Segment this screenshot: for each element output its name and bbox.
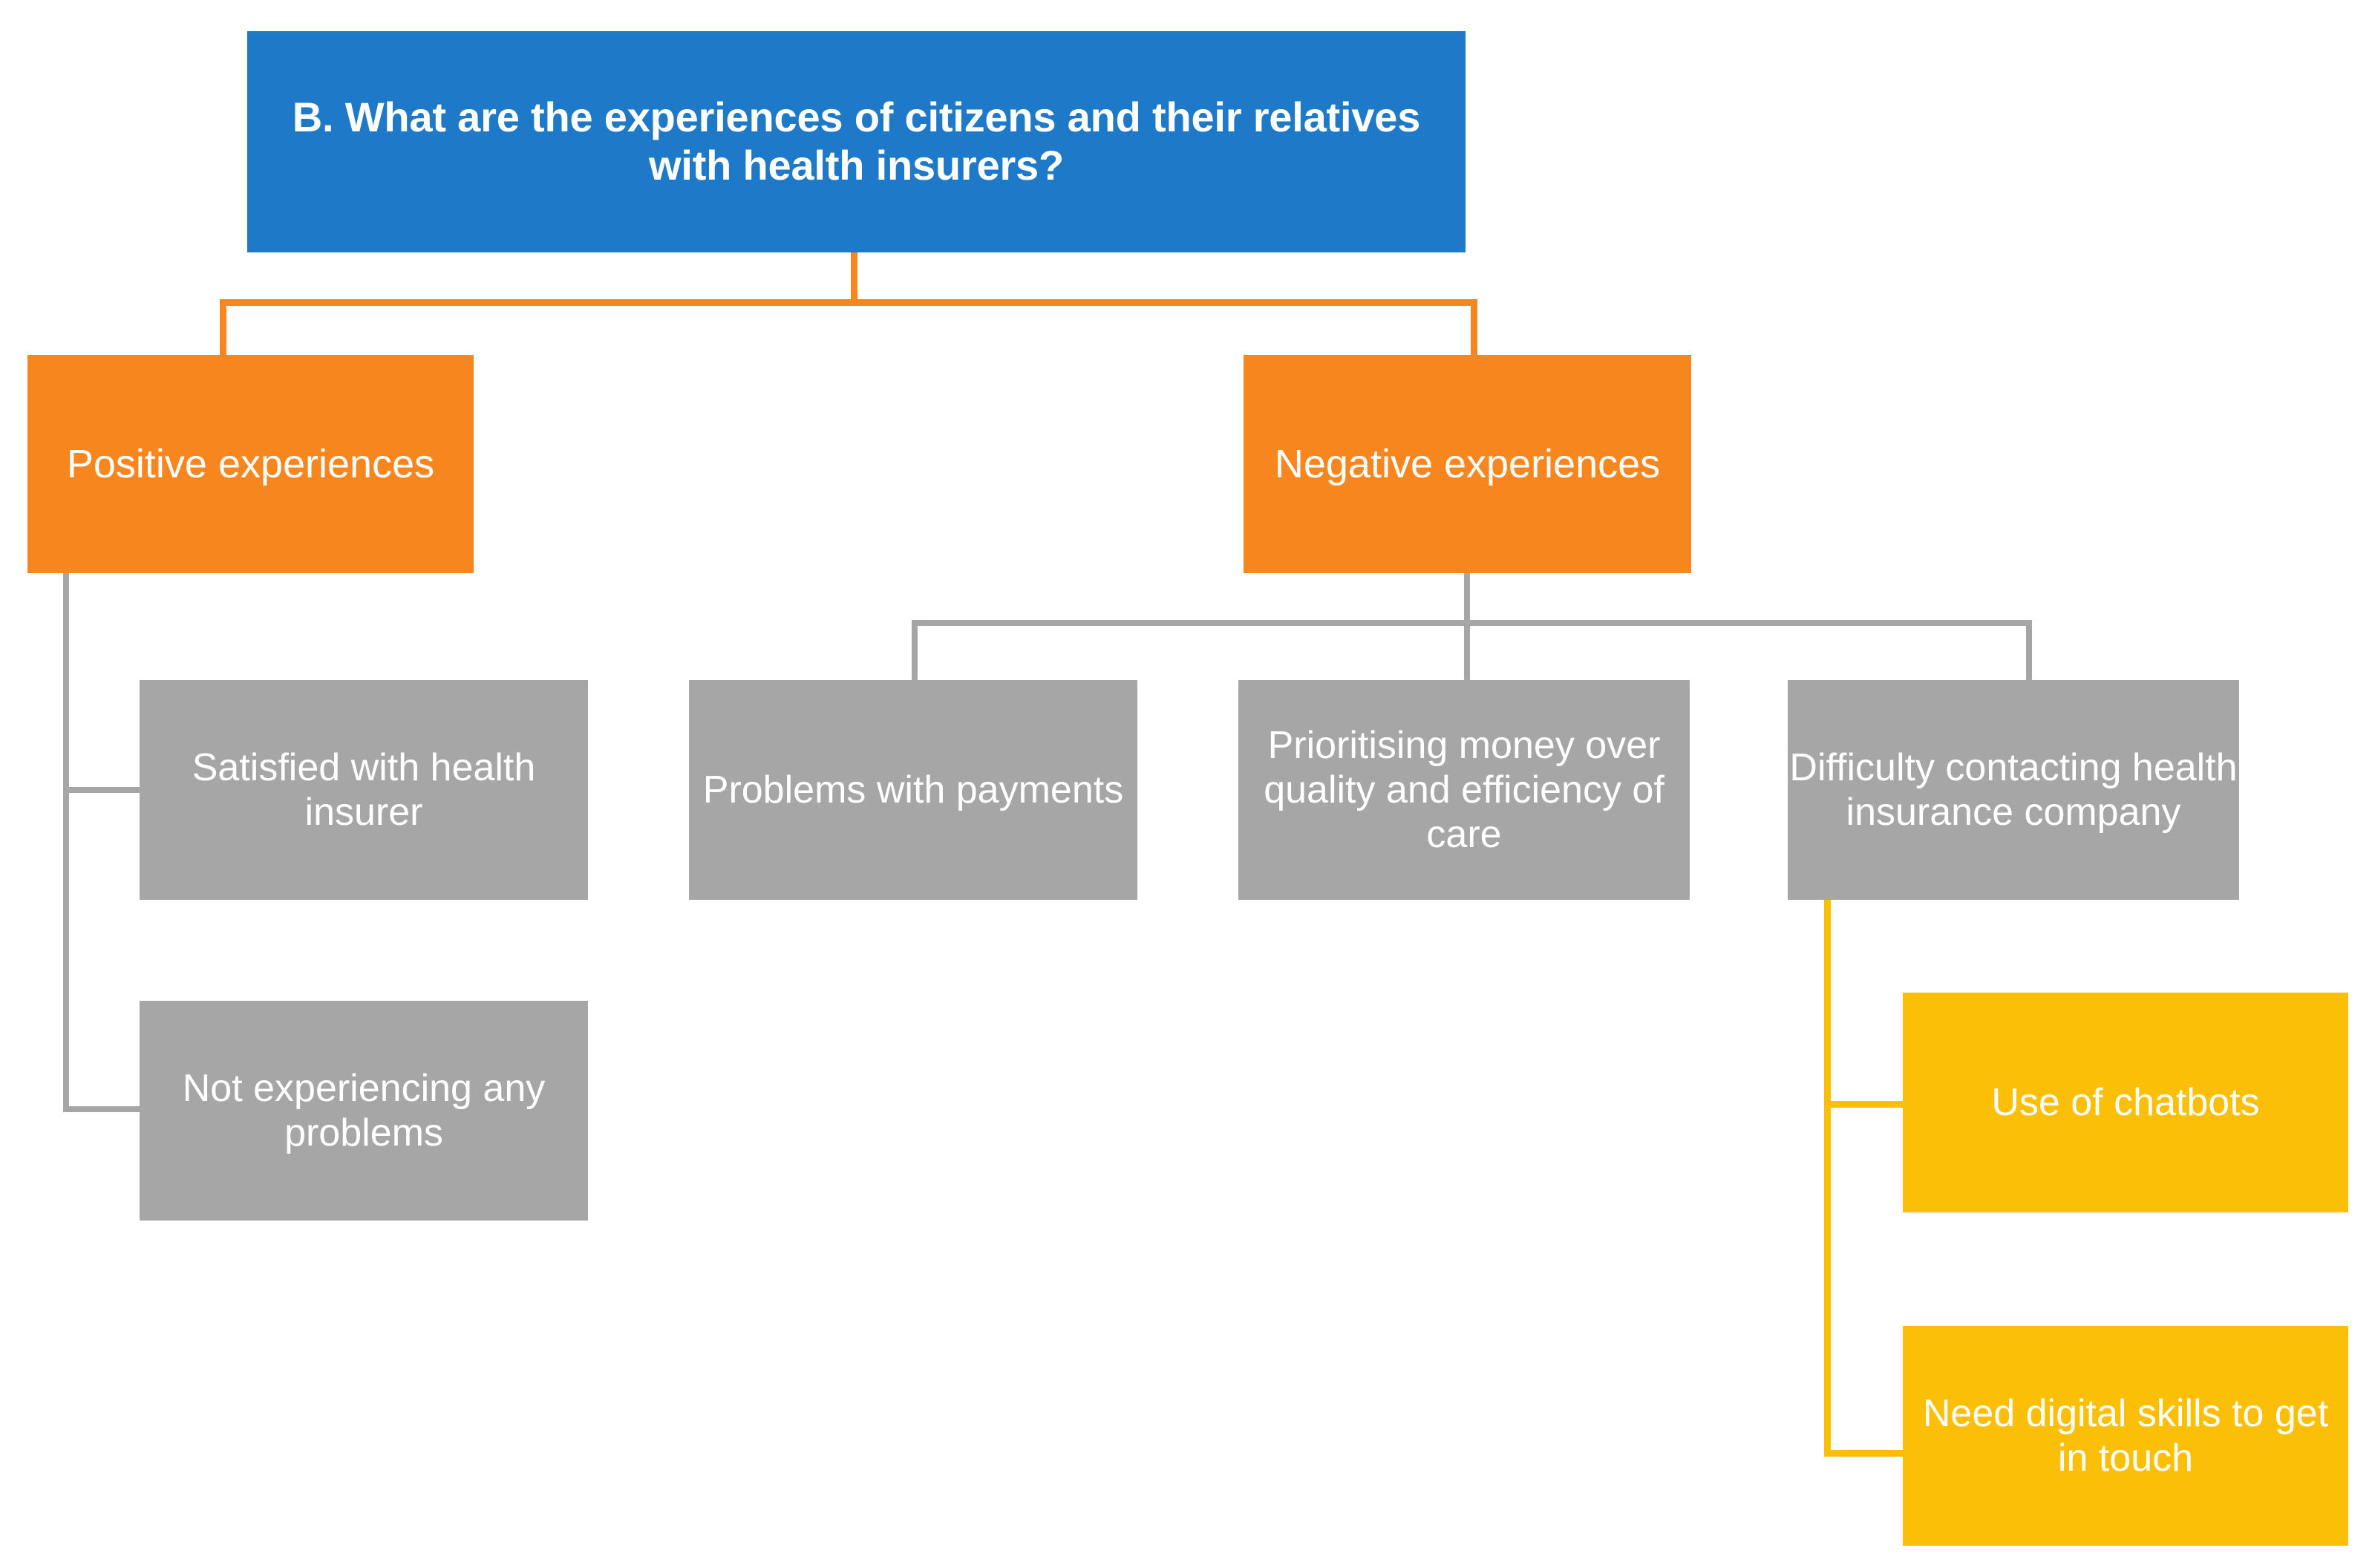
category-node-negative-experiences-label: Negative experiences — [1274, 441, 1661, 486]
connector-difficulty-to-chatbots — [1824, 1101, 1904, 1108]
subnode-problems-with-payments[interactable]: Problems with payments — [689, 680, 1137, 900]
connector-title-bus — [220, 299, 1477, 306]
subnode-satisfied-with-health-insurer[interactable]: Satisfied with health insurer — [140, 680, 588, 900]
connector-positive-trunk — [63, 573, 69, 1112]
subnode-difficulty-contacting-health-insurance-company-label: Difficulty contacting health insurance c… — [1789, 745, 2238, 834]
subnode-difficulty-contacting-health-insurance-company[interactable]: Difficulty contacting health insurance c… — [1788, 680, 2239, 900]
subnode-problems-with-payments-label: Problems with payments — [702, 768, 1124, 811]
category-node-positive-experiences[interactable]: Positive experiences — [27, 355, 474, 573]
connector-title-to-negative — [1471, 299, 1477, 357]
connector-positive-to-noproblems — [63, 1106, 140, 1112]
connector-negative-to-payments — [912, 620, 918, 685]
connector-positive-to-satisfied — [63, 787, 140, 793]
leaf-node-need-digital-skills-label: Need digital skills to get in touch — [1922, 1391, 2329, 1480]
connector-negative-to-priority — [2026, 620, 2032, 685]
subnode-prioritising-money-over-quality-label: Prioritising money over quality and effi… — [1264, 723, 1664, 857]
subnode-not-experiencing-any-problems-label: Not experiencing any problems — [182, 1066, 546, 1154]
leaf-node-use-of-chatbots-label: Use of chatbots — [1991, 1080, 2260, 1124]
subnode-satisfied-with-health-insurer-label: Satisfied with health insurer — [192, 745, 536, 834]
category-node-positive-experiences-label: Positive experiences — [66, 441, 435, 486]
connector-negative-bus — [912, 620, 2032, 626]
title-node-label: B. What are the experiences of citizens … — [292, 94, 1421, 189]
connector-difficulty-trunk — [1824, 895, 1831, 1457]
connector-negative-stem — [1464, 573, 1470, 685]
category-node-negative-experiences[interactable]: Negative experiences — [1244, 355, 1691, 573]
title-node[interactable]: B. What are the experiences of citizens … — [247, 31, 1466, 252]
subnode-prioritising-money-over-quality[interactable]: Prioritising money over quality and effi… — [1238, 680, 1690, 900]
leaf-node-need-digital-skills[interactable]: Need digital skills to get in touch — [1903, 1326, 2348, 1546]
connector-difficulty-to-digitalskills — [1824, 1450, 1904, 1457]
connector-title-stem — [851, 252, 857, 304]
connector-title-to-positive — [220, 299, 226, 357]
subnode-not-experiencing-any-problems[interactable]: Not experiencing any problems — [140, 1001, 588, 1221]
leaf-node-use-of-chatbots[interactable]: Use of chatbots — [1903, 993, 2348, 1212]
